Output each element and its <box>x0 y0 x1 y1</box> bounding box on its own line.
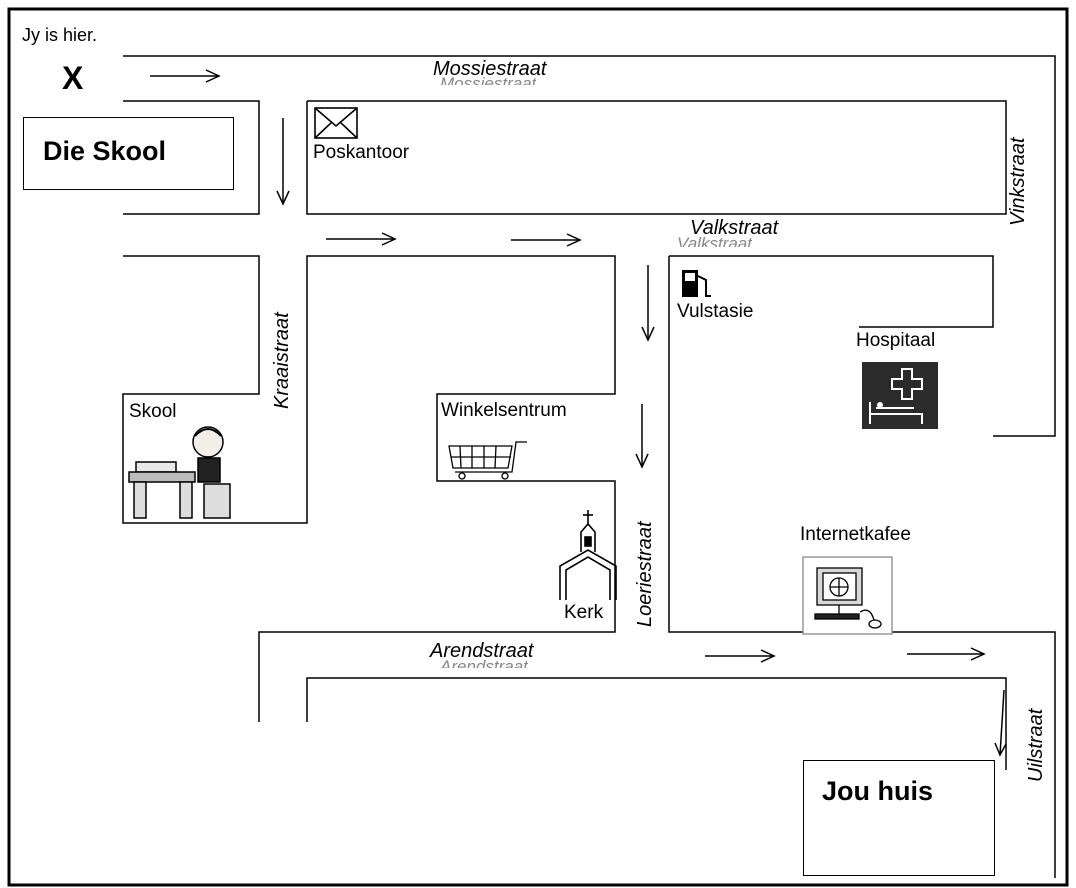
place-winkelsentrum: Winkelsentrum <box>441 400 567 421</box>
place-skool: Skool <box>129 401 177 422</box>
hospital-bed-icon <box>862 362 938 429</box>
street-arendstraat-faded: Arendstraat <box>440 657 528 668</box>
street-vinkstraat: Vinkstraat <box>1007 137 1029 226</box>
shopping-cart-icon <box>448 441 527 480</box>
map-border <box>7 7 1069 887</box>
place-poskantoor: Poskantoor <box>313 142 410 163</box>
road-edges <box>122 55 1056 878</box>
arrow-right-3 <box>511 233 582 247</box>
arrow-down-2 <box>641 265 655 342</box>
arrow-down-3 <box>635 404 649 469</box>
street-uilstraat: Uilstraat <box>1025 708 1047 782</box>
start-marker: X <box>62 60 84 96</box>
arrow-right-1 <box>150 69 221 83</box>
place-kerk: Kerk <box>564 602 604 623</box>
die-skool-box: Die Skool <box>23 117 234 190</box>
place-vulstasie: Vulstasie <box>677 301 754 322</box>
street-loeriestraat: Loeriestraat <box>634 521 656 627</box>
arrow-right-5 <box>907 647 986 661</box>
street-mossiestraat: Mossiestraat <box>433 58 547 80</box>
arrow-right-4 <box>705 649 776 663</box>
envelope-icon <box>314 107 358 139</box>
start-label: Jy is hier. <box>22 25 98 45</box>
route-arrows <box>150 69 1007 757</box>
street-valkstraat-faded: Valkstraat <box>677 234 752 247</box>
place-internetkafee: Internetkafee <box>800 524 911 545</box>
arrow-down-4 <box>994 689 1007 757</box>
place-hospitaal: Hospitaal <box>856 330 936 351</box>
jou-huis-label: Jou huis <box>822 776 934 806</box>
street-valkstraat: Valkstraat <box>690 217 779 239</box>
die-skool-label: Die Skool <box>43 136 167 166</box>
fuel-pump-icon <box>682 270 711 297</box>
street-kraaistraat: Kraaistraat <box>271 312 293 409</box>
arrow-right-2 <box>326 232 397 246</box>
computer-icon <box>802 556 893 635</box>
church-icon <box>559 510 617 600</box>
student-at-desk-icon <box>128 426 231 519</box>
arrow-down-1 <box>276 118 290 206</box>
street-arendstraat: Arendstraat <box>430 640 534 662</box>
jou-huis-box: Jou huis <box>803 760 995 876</box>
street-mossiestraat-faded: Mossiestraat <box>440 74 537 85</box>
